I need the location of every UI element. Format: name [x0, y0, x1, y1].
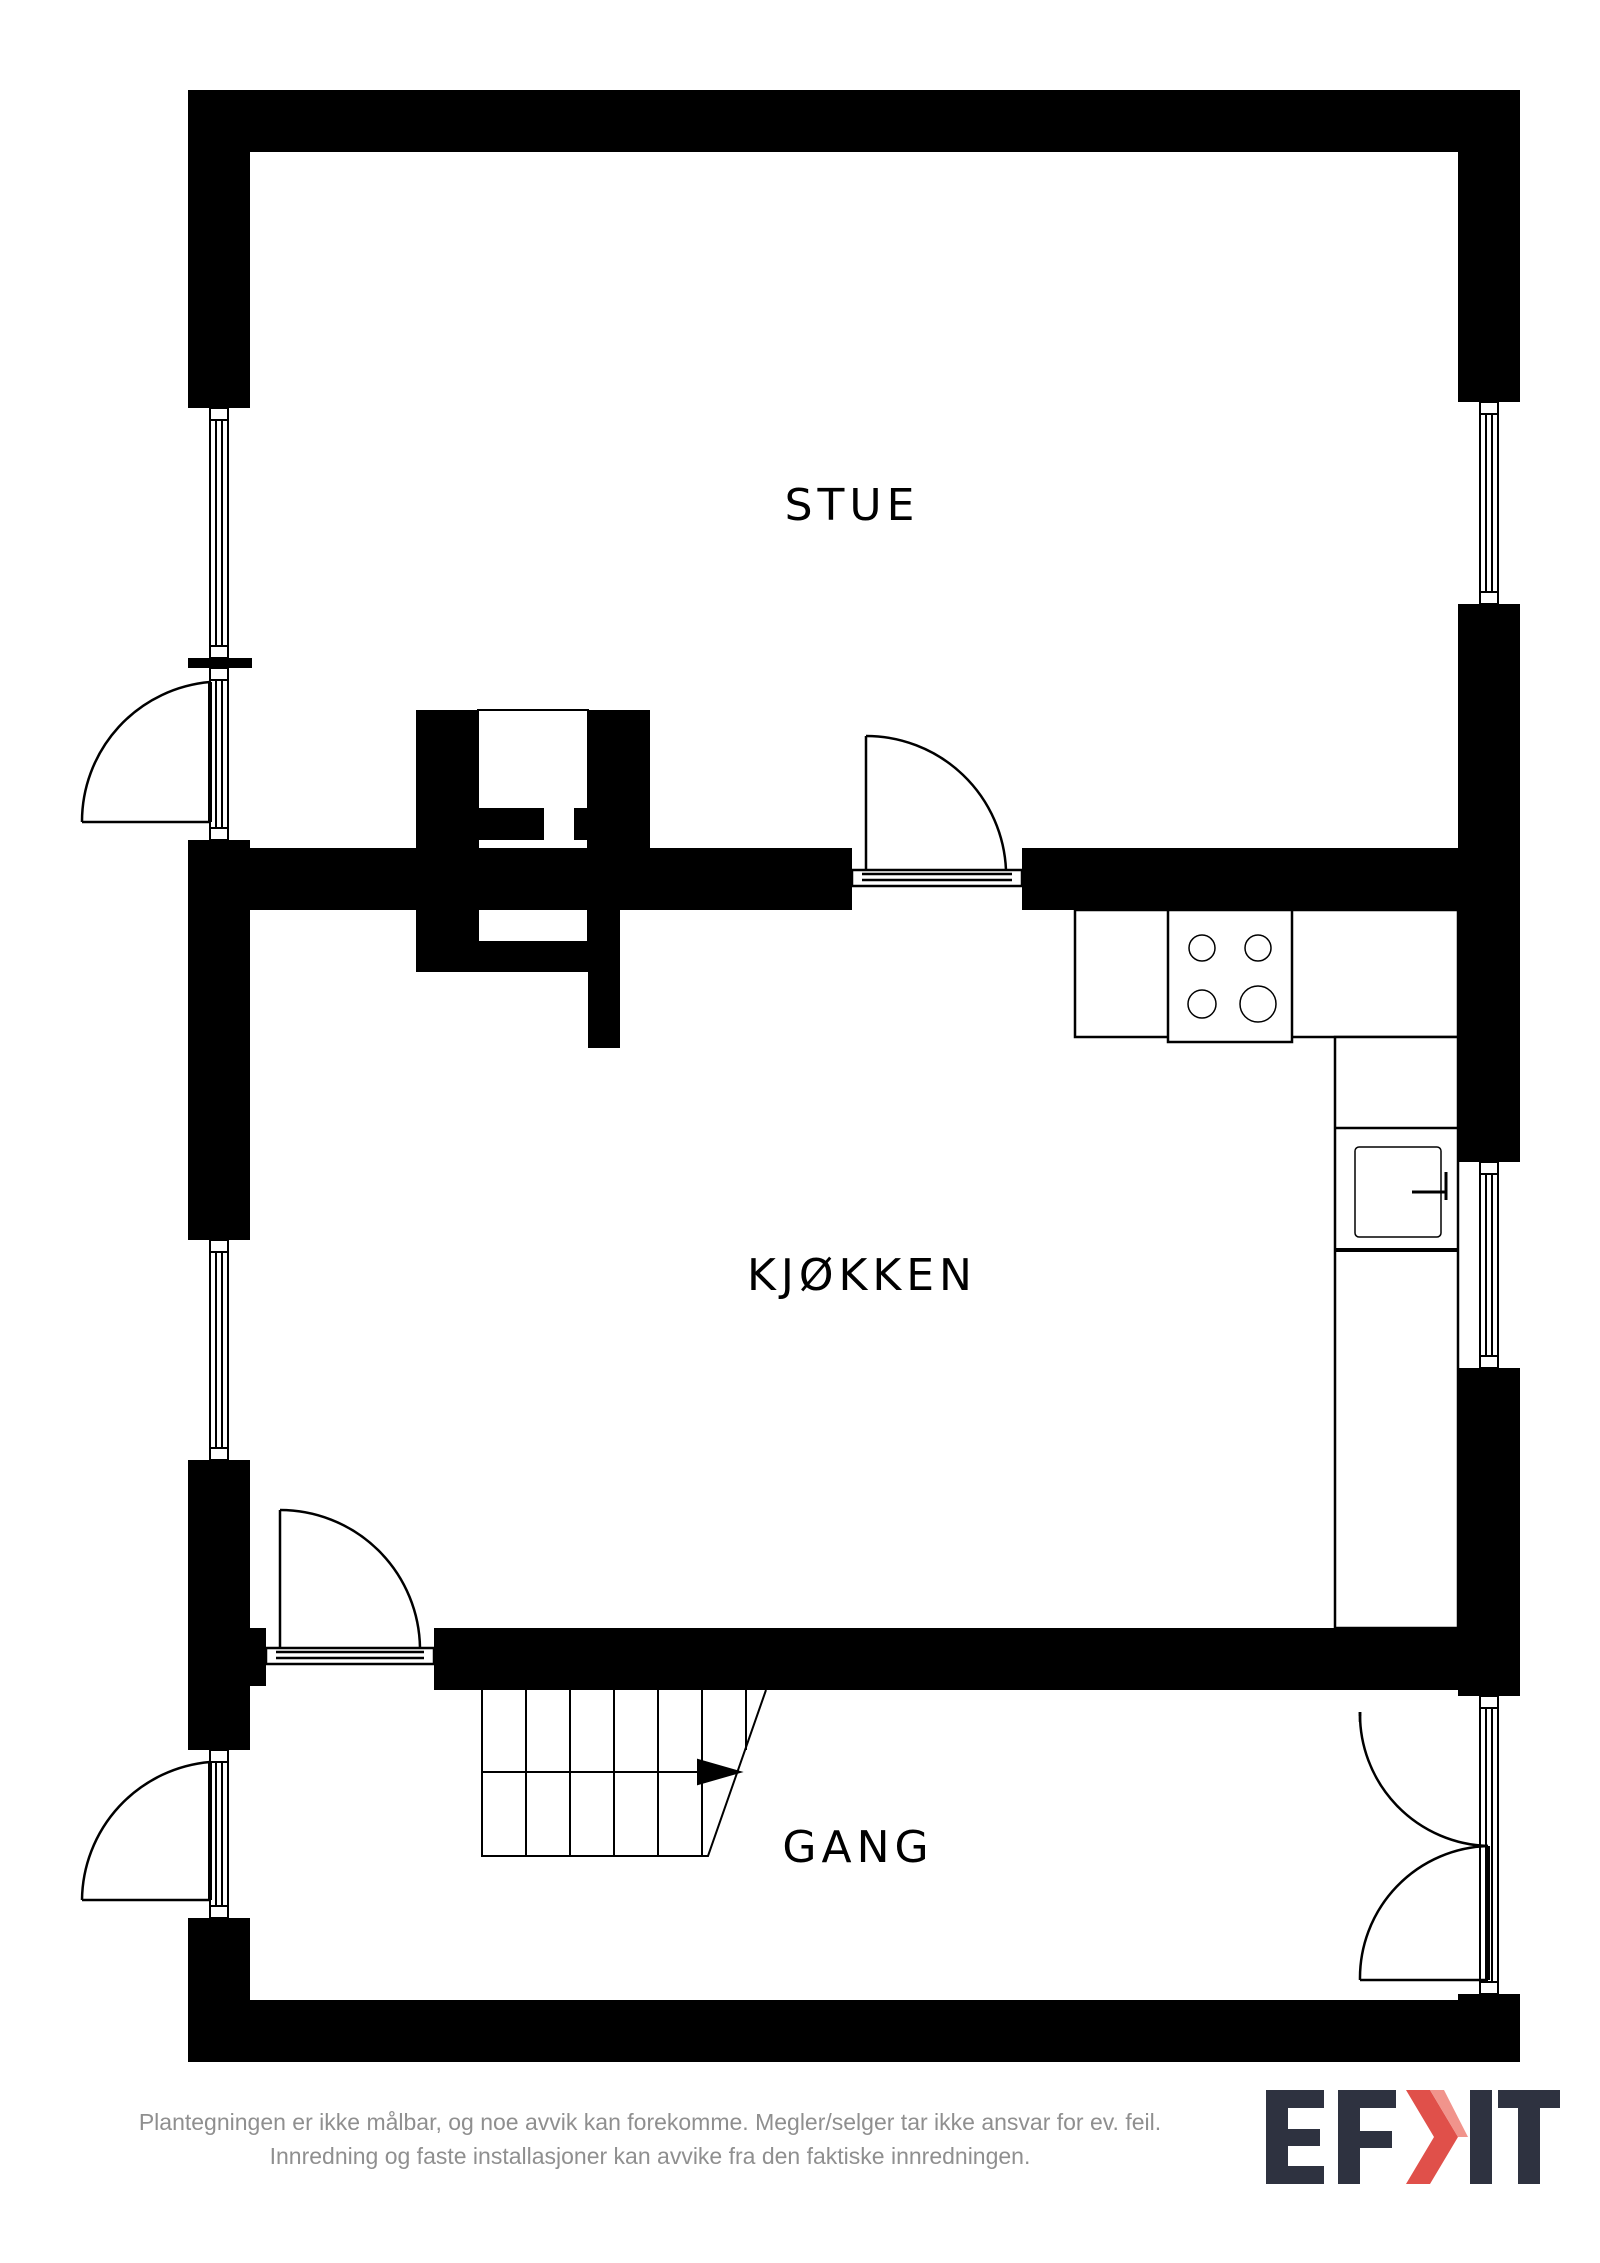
door-gang-right-upper[interactable]	[1358, 1711, 1489, 1848]
stove-burner-2	[1244, 934, 1272, 962]
stove-burner-3	[1187, 989, 1217, 1019]
walls	[188, 90, 1520, 2062]
chimney-inner-left	[478, 808, 544, 840]
disclaimer-line-1: Plantegningen er ikke målbar, og noe avv…	[138, 2109, 1162, 2135]
stairs	[481, 1689, 767, 1857]
chimney-inner-right	[574, 808, 590, 840]
room-label-kjokken: KJØKKEN	[747, 1250, 977, 1301]
wall-left-stub	[188, 658, 252, 668]
door-stue-kjokken[interactable]	[850, 734, 1024, 888]
window-left-1	[209, 407, 229, 659]
wall-left-4	[188, 1918, 250, 2062]
wall-left-jamb	[248, 1628, 266, 1686]
counter-side	[1333, 1035, 1460, 1630]
wall-mid-3	[434, 1628, 1520, 1690]
door-kjokken-gang[interactable]	[264, 1508, 436, 1666]
wall-mid-1	[188, 848, 852, 910]
chimney-bottom	[416, 942, 620, 972]
door-gang-left[interactable]	[80, 1760, 212, 1902]
window-right-2	[1479, 1161, 1499, 1369]
efkt-logo	[1266, 2090, 1560, 2184]
wall-top	[188, 90, 1520, 152]
wall-mid-2	[1022, 848, 1520, 910]
wall-right-4	[1458, 1994, 1520, 2062]
wall-right-1	[1458, 90, 1520, 402]
room-label-gang: GANG	[782, 1822, 933, 1873]
door-gang-right-lower[interactable]	[1358, 1844, 1490, 1982]
disclaimer-line-2: Innredning og faste installasjoner kan a…	[269, 2143, 1031, 2169]
wall-left-3	[188, 1460, 250, 1750]
door-stue-left[interactable]	[80, 680, 212, 824]
windows	[209, 401, 1499, 1995]
stove-burner-1	[1188, 934, 1216, 962]
room-label-stue: STUE	[785, 480, 920, 531]
faucet	[1412, 1172, 1448, 1200]
window-left-3	[209, 1239, 229, 1461]
stairs-arrow-icon	[697, 1758, 744, 1786]
chimney-right	[588, 710, 650, 850]
doors	[80, 680, 1490, 1982]
chimney-flue	[477, 709, 589, 943]
window-right-1	[1479, 401, 1499, 605]
stove	[1166, 908, 1294, 1044]
wall-left-1	[188, 90, 250, 408]
window-left-4	[209, 1749, 229, 1919]
window-left-2	[209, 667, 229, 841]
wall-bottom	[188, 2000, 1520, 2062]
kitchen-fixtures	[1073, 908, 1460, 1630]
chimney-left	[416, 710, 478, 970]
stove-burner-4	[1239, 985, 1277, 1023]
disclaimer: Plantegningen er ikke målbar, og noe avv…	[50, 2105, 1250, 2173]
